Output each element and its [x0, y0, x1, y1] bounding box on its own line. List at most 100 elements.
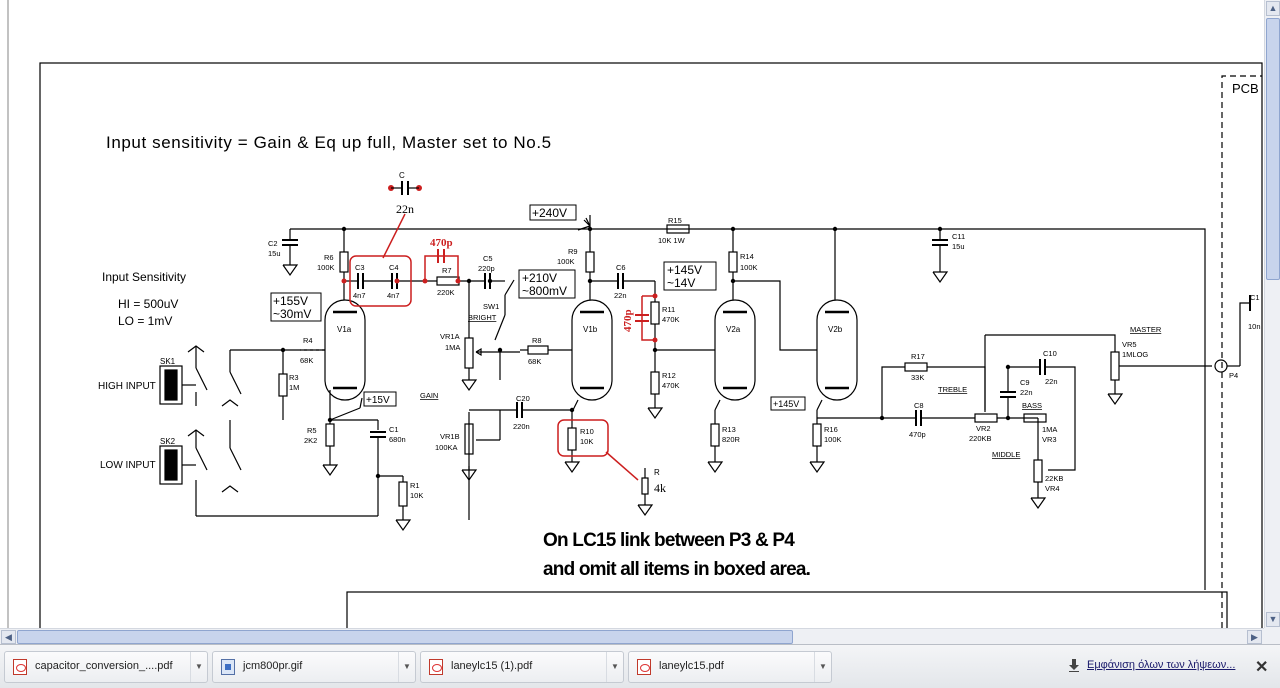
label-p4: P4: [1229, 371, 1238, 380]
download-item[interactable]: jcm800pr.gif ▼: [212, 651, 416, 683]
tube-v1b: V1b: [583, 325, 598, 334]
download-item[interactable]: laneylc15 (1).pdf ▼: [420, 651, 624, 683]
label-vr3: VR3: [1042, 435, 1057, 444]
label-high-input: HIGH INPUT: [98, 381, 156, 392]
value-c3: 4n7: [353, 291, 366, 300]
label-gain: GAIN: [420, 391, 438, 400]
tube-v1a: V1a: [337, 325, 352, 334]
value-vr1b: 100KA: [435, 443, 458, 452]
chevron-down-icon[interactable]: ▼: [398, 652, 415, 682]
value-c8: 470p: [909, 430, 926, 439]
label-r14: R14: [740, 252, 754, 261]
scroll-down-arrow-icon[interactable]: ▼: [1266, 612, 1280, 627]
download-item[interactable]: laneylc15.pdf ▼: [628, 651, 832, 683]
label-sk2: SK2: [160, 437, 176, 446]
schematic-drawing: Input sensitivity = Gain & Eq up full, M…: [7, 0, 1263, 628]
chevron-down-icon[interactable]: ▼: [814, 652, 831, 682]
input-sens-lo: LO = 1mV: [118, 314, 172, 328]
label-r16: R16: [824, 425, 838, 434]
voltage-145: +145V: [667, 263, 702, 277]
horizontal-scroll-thumb[interactable]: [17, 630, 793, 644]
label-c2: C2: [268, 239, 278, 248]
value-r6: 100K: [317, 263, 335, 272]
value-c11: 15u: [952, 242, 965, 251]
value-c6: 22n: [614, 291, 627, 300]
download-item[interactable]: capacitor_conversion_....pdf ▼: [4, 651, 208, 683]
label-treble: TREBLE: [938, 385, 967, 394]
label-c5: C5: [483, 254, 493, 263]
label-r11: R11: [662, 305, 675, 314]
label-c9: C9: [1020, 378, 1030, 387]
value-c12: 10n: [1248, 322, 1261, 331]
annot-4k: 4k: [654, 481, 666, 495]
value-c20: 220n: [513, 422, 530, 431]
label-vr5: VR5: [1122, 340, 1137, 349]
label-r17: R17: [911, 352, 925, 361]
label-r1: R1: [410, 481, 420, 490]
pdf-icon: [637, 659, 651, 675]
pcb-label: PCB: [1232, 81, 1259, 96]
label-sk1: SK1: [160, 357, 176, 366]
pdf-viewer-page: Input sensitivity = Gain & Eq up full, M…: [7, 0, 1263, 628]
label-vr1a: VR1A: [440, 332, 460, 341]
chevron-down-icon[interactable]: ▼: [606, 652, 623, 682]
vertical-scroll-thumb[interactable]: [1266, 18, 1280, 280]
label-c4: C4: [389, 263, 399, 272]
label-r9: R9: [568, 247, 578, 256]
label-r12: R12: [662, 371, 676, 380]
vertical-scrollbar[interactable]: ▲ ▼: [1264, 0, 1280, 628]
download-filename: jcm800pr.gif: [243, 660, 303, 672]
value-r9: 100K: [557, 257, 575, 266]
component-labels: C2 15u R6 100K C3 4n7 C4 4n7 R7 220K C5 …: [268, 216, 1261, 500]
value-vr1a: 1MA: [445, 343, 460, 352]
voltage-800mv: ~800mV: [522, 284, 567, 298]
value-r13: 820R: [722, 435, 741, 444]
download-arrow-icon: [1069, 659, 1079, 672]
label-r5: R5: [307, 426, 317, 435]
label-vr1b: VR1B: [440, 432, 460, 441]
label-c12: C1: [1250, 293, 1260, 302]
scroll-left-arrow-icon[interactable]: ◀: [1, 630, 16, 644]
label-c6: C6: [616, 263, 626, 272]
annot-470p-top: 470p: [430, 237, 453, 249]
pdf-icon: [429, 659, 443, 675]
show-all-downloads-link[interactable]: Εμφάνιση όλων των λήψεων...: [1087, 659, 1236, 671]
annot-470p-side: 470p: [622, 309, 634, 332]
value-vr4: 22KB: [1045, 474, 1063, 483]
label-sw1: SW1: [483, 302, 499, 311]
value-vr5: 1MLOG: [1122, 350, 1148, 359]
horizontal-scrollbar[interactable]: ◀ ▶: [0, 628, 1264, 644]
label-vr4: VR4: [1045, 484, 1060, 493]
value-vr3: 1MA: [1042, 425, 1057, 434]
download-filename: laneylc15 (1).pdf: [451, 660, 533, 672]
input-sens-heading: Input Sensitivity: [102, 270, 186, 284]
label-low-input: LOW INPUT: [100, 460, 156, 471]
scroll-up-arrow-icon[interactable]: ▲: [1266, 1, 1280, 16]
input-sens-hi: HI = 500uV: [118, 297, 178, 311]
annot-22n: 22n: [396, 202, 414, 216]
value-r15: 10K 1W: [658, 236, 686, 245]
tube-v2b: V2b: [828, 325, 843, 334]
value-r5: 2K2: [304, 436, 317, 445]
value-c10: 22n: [1045, 377, 1058, 386]
gif-icon: [221, 659, 235, 675]
value-r8: 68K: [528, 357, 541, 366]
value-c5: 220p: [478, 264, 495, 273]
value-r11: 470K: [662, 315, 680, 324]
chevron-down-icon[interactable]: ▼: [190, 652, 207, 682]
label-c8: C8: [914, 401, 924, 410]
value-r17: 33K: [911, 373, 924, 382]
label-c1: C1: [389, 425, 399, 434]
voltage-155: +155V: [273, 294, 308, 308]
voltage-210: +210V: [522, 271, 557, 285]
value-c2: 15u: [268, 249, 281, 258]
value-c4: 4n7: [387, 291, 400, 300]
value-r1: 10K: [410, 491, 423, 500]
label-r13: R13: [722, 425, 736, 434]
tube-v2a: V2a: [726, 325, 741, 334]
scroll-right-arrow-icon[interactable]: ▶: [1247, 630, 1262, 644]
annot-c-label: C: [399, 171, 405, 180]
close-icon[interactable]: ✕: [1255, 659, 1269, 676]
note-line-2: and omit all items in boxed area.: [543, 559, 810, 580]
label-middle: MIDDLE: [992, 450, 1020, 459]
